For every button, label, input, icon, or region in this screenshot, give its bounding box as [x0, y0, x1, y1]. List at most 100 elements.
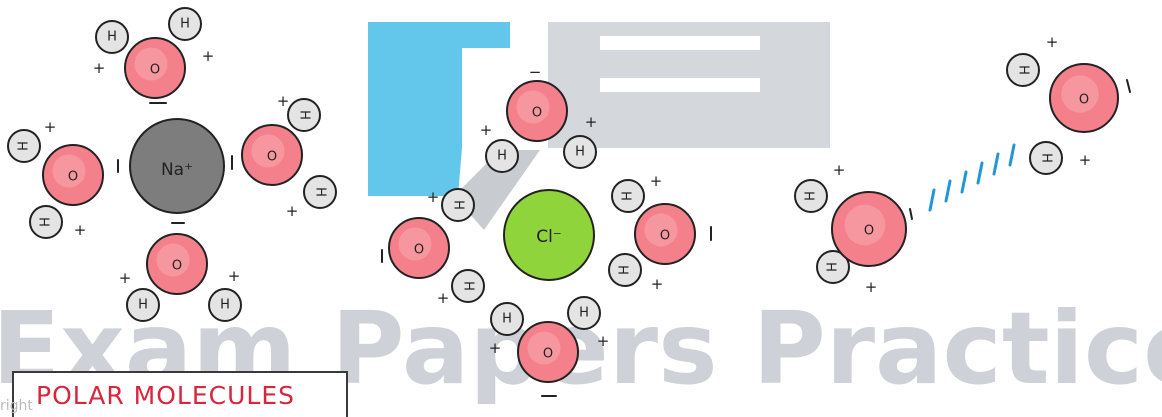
oxygen-highlight: [52, 154, 86, 188]
hydrogen-atom-circle: [208, 288, 242, 322]
oxygen-highlight: [527, 331, 561, 365]
hydrogen-bond: [928, 143, 1016, 212]
partial-positive-charge: +: [585, 113, 598, 131]
hydrogen-atom: H: [794, 179, 828, 213]
oxygen-highlight: [134, 47, 168, 81]
oxygen-label: O: [172, 259, 182, 274]
oxygen-label: O: [1079, 93, 1089, 108]
chloride-ion: [503, 189, 595, 281]
hydrogen-label: H: [220, 298, 230, 313]
oxygen-label: O: [864, 224, 874, 239]
hydrogen-atom-circle: [490, 302, 524, 336]
oxygen-highlight: [644, 213, 678, 247]
partial-positive-charge: +: [651, 275, 664, 293]
water-oxygen-lower-left: O: [831, 191, 907, 267]
partial-positive-charge: +: [427, 188, 440, 206]
watermark-logo-left: [368, 22, 510, 148]
hydrogen-atom-circle: [1029, 141, 1063, 175]
hydrogen-atom: H: [611, 179, 645, 213]
partial-negative-charge: −: [529, 63, 542, 81]
hydrogen-label: H: [621, 191, 636, 201]
watermark-logo-right: [548, 22, 830, 148]
hydrogen-atom-circle: [485, 139, 519, 173]
copyright-fragment: right: [0, 398, 33, 414]
water-oxygen-upper-right: O: [1049, 63, 1119, 133]
hydrogen-label: H: [575, 145, 585, 160]
water-oxygen-bottom-na: O: [146, 233, 208, 295]
oxygen-highlight: [1061, 75, 1099, 113]
oxygen-highlight: [251, 134, 285, 168]
hydrogen-bond-dash: [992, 152, 1000, 176]
hydrogen-atom-circle: [29, 205, 63, 239]
sodium-ion: [129, 118, 225, 214]
water-oxygen-right-cl: O: [634, 203, 696, 265]
hydrogen-label: H: [313, 187, 328, 197]
hydrogen-atom: H: [490, 302, 524, 336]
hydrogen-atom-circle: [441, 188, 475, 222]
water-oxygen-bottom-cl: O: [517, 321, 579, 383]
partial-positive-charge: +: [286, 202, 299, 220]
hydrogen-atom: H: [29, 205, 63, 239]
hydrogen-atom-circle: [1006, 53, 1040, 87]
hydrogen-label: H: [618, 265, 633, 275]
hydrogen-atom: H: [441, 188, 475, 222]
hydrogen-atom: H: [563, 135, 597, 169]
water-oxygen-left-cl: O: [388, 217, 450, 279]
hydrogen-bond-dash: [928, 188, 936, 212]
hydrogen-label: H: [1039, 153, 1054, 163]
hydrogen-bond-dash: [976, 161, 984, 185]
oxygen-label: O: [660, 229, 670, 244]
hydrogen-atom-circle: [608, 253, 642, 287]
water-oxygen-top-cl: O: [506, 80, 568, 142]
partial-positive-charge: +: [44, 118, 57, 136]
hydrogen-bond-dash: [1008, 143, 1016, 167]
hydrogen-atom-circle: [126, 288, 160, 322]
hydrogen-atom: H: [1006, 53, 1040, 87]
partial-positive-charge: +: [228, 267, 241, 285]
hydrogen-atom-circle: [794, 179, 828, 213]
water-oxygen-left-na: O: [42, 144, 104, 206]
water-oxygen-top-na: O: [124, 37, 186, 99]
hydrogen-atom: H: [168, 7, 202, 41]
partial-positive-charge: +: [74, 221, 87, 239]
oxygen-label: O: [532, 106, 542, 121]
hydrogen-bond-dash: [944, 179, 952, 203]
hydrogen-atom-circle: [563, 135, 597, 169]
hydrogen-atom-circle: [816, 250, 850, 284]
partial-positive-charge: +: [865, 278, 878, 296]
hydrogen-label: H: [451, 200, 466, 210]
hydrogen-atom-circle: [95, 20, 129, 54]
sodium-ion-label: Na⁺: [161, 160, 193, 180]
hydrogen-label: H: [461, 281, 476, 291]
hydrogen-atom: H: [567, 296, 601, 330]
partial-positive-charge: +: [1046, 33, 1059, 51]
hydrogen-label: H: [1016, 65, 1031, 75]
hydrogen-atom: H: [287, 98, 321, 132]
hydrogen-label: H: [138, 298, 148, 313]
hydrogen-atom-circle: [287, 98, 321, 132]
oxygen-highlight: [516, 90, 550, 124]
partial-positive-charge: +: [202, 47, 215, 65]
watermark-logo-slash: [454, 150, 540, 230]
hydrogen-label: H: [502, 312, 512, 327]
oxygen-label: O: [68, 170, 78, 185]
hydrogen-atom: H: [451, 269, 485, 303]
hydrogen-atom-circle: [7, 129, 41, 163]
oxygen-label: O: [543, 347, 553, 362]
hydrogen-atom: H: [208, 288, 242, 322]
hydrogen-atom: H: [126, 288, 160, 322]
partial-positive-charge: +: [119, 269, 132, 287]
polar-molecules-label: POLAR MOLECULES: [36, 381, 295, 410]
oxygen-label: O: [267, 150, 277, 165]
partial-positive-charge: +: [480, 121, 493, 139]
hydrogen-label: H: [39, 217, 54, 227]
hydrogen-atom-circle: [168, 7, 202, 41]
hydrogen-bond-dash: [960, 170, 968, 194]
hydrogen-atom-circle: [303, 175, 337, 209]
hydrogen-atom: H: [1029, 141, 1063, 175]
hydrogen-atom: H: [95, 20, 129, 54]
hydrogen-atom: H: [608, 253, 642, 287]
partial-positive-charge: +: [1079, 151, 1092, 169]
partial-positive-charge: +: [650, 172, 663, 190]
oxygen-highlight: [844, 204, 886, 246]
